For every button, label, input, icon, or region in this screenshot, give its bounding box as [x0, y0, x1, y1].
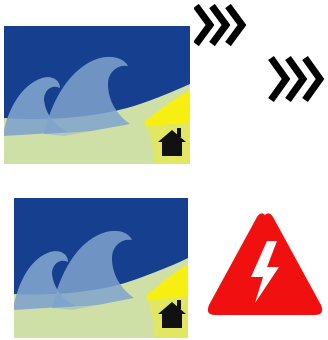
triple-chevron-right-icon: [268, 54, 326, 104]
tsunami-scene-top: [4, 26, 190, 164]
tsunami-scene-bottom: [14, 198, 188, 338]
electricity-hazard-warning-icon: [205, 211, 325, 317]
triple-chevron-right-icon: [194, 2, 250, 48]
